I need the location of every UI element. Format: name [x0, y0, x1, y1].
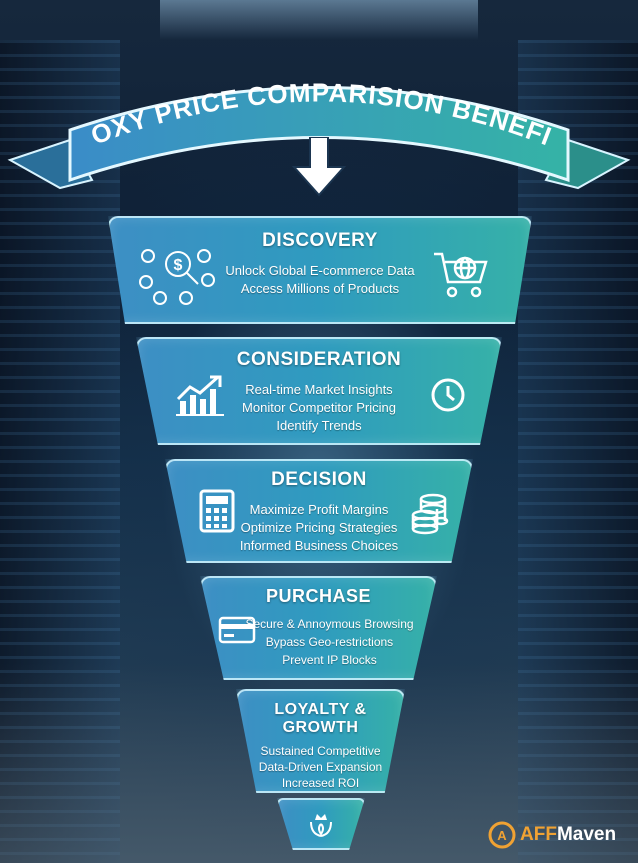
tier-line: Identify Trends: [276, 418, 362, 433]
tier-decision: DECISION Maximize Profit Margins Optimiz…: [165, 459, 473, 563]
tier-line: Monitor Competitor Pricing: [242, 400, 396, 415]
title-banner: PROXY PRICE COMPARISION BENEFITS: [0, 70, 631, 190]
tier-discovery: DISCOVERY Unlock Global E-commerce Data …: [108, 216, 532, 324]
credit-card-icon: [218, 616, 256, 644]
clock-icon: [431, 378, 465, 412]
brand-part-aff: AFF: [520, 824, 557, 845]
tier-line: Optimize Pricing Strategies: [240, 520, 398, 535]
aff-maven-logo-icon: A: [488, 821, 516, 849]
tier-line: Bypass Geo-restrictions: [265, 635, 394, 649]
ceiling-light: [160, 0, 478, 40]
tier-line: Increased ROI: [281, 776, 360, 790]
svg-text:A: A: [497, 828, 507, 843]
calculator-icon: [199, 489, 235, 533]
tier-title: PURCHASE: [265, 586, 371, 606]
tier-line: Secure & Annoymous Browsing: [245, 617, 414, 631]
tier-line: Prevent IP Blocks: [282, 653, 377, 667]
tier-title: DECISION: [271, 469, 367, 490]
tier-loyalty-growth: LOYALTY & GROWTH Sustained Competitive D…: [236, 689, 405, 793]
tier-line: Data-Driven Expansion: [258, 760, 383, 774]
tier-purchase: PURCHASE Secure & Annoymous Browsing Byp…: [200, 576, 437, 680]
bar-chart-trend-icon: [176, 375, 224, 416]
tier-line: Sustained Competitive: [260, 744, 381, 758]
tier-line: Maximize Profit Margins: [249, 502, 389, 517]
coin-stack-icon: [411, 493, 449, 535]
brand-part-maven: Maven: [556, 824, 617, 845]
currency-search-icon: $: [139, 249, 215, 305]
down-arrow-icon: [292, 137, 346, 197]
tier-line: Unlock Global E-commerce Data: [225, 263, 415, 278]
crown-laurel-icon: [310, 814, 332, 837]
tier-line: Real-time Market Insights: [245, 382, 393, 397]
tier-consideration: CONSIDERATION Real-time Market Insights …: [136, 337, 502, 445]
tier-title: LOYALTY & GROWTH: [274, 701, 367, 736]
tier-title: CONSIDERATION: [236, 349, 402, 370]
tier-line: Informed Business Choices: [239, 538, 399, 553]
tier-title: DISCOVERY: [262, 230, 378, 251]
shopping-cart-globe-icon: [434, 252, 488, 298]
svg-text:$: $: [174, 257, 183, 274]
tier-line: Access Millions of Products: [240, 281, 400, 296]
brand-logo: A AFFMaven: [488, 820, 616, 850]
